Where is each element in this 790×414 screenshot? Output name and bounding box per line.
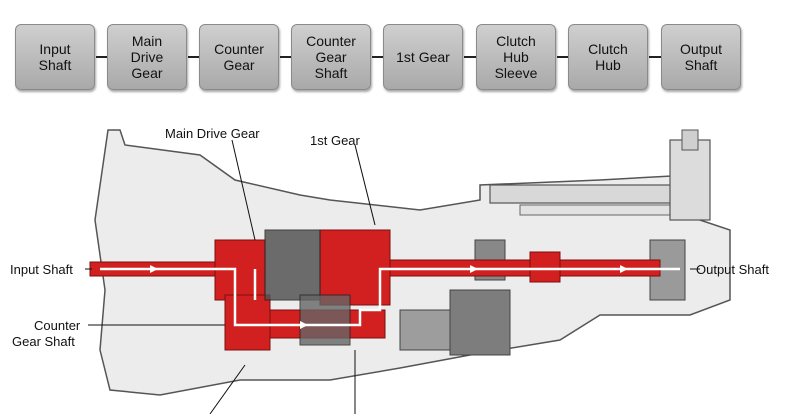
counter-gear-mid bbox=[399, 309, 451, 351]
label-leader-lines bbox=[85, 139, 700, 414]
flow-step-1st-gear: 1st Gear bbox=[383, 24, 463, 90]
shifter-tower bbox=[669, 139, 711, 221]
flow-step-counter-gear-shaft: Counter Gear Shaft bbox=[291, 24, 371, 90]
shifter-cap bbox=[681, 129, 699, 151]
power-flow-sequence: Input Shaft Main Drive Gear Counter Gear… bbox=[0, 0, 790, 100]
flow-arrowheads bbox=[150, 265, 628, 329]
label-1st-gear: 1st Gear bbox=[310, 133, 361, 148]
power-flow-line bbox=[100, 267, 680, 327]
counter-gear-rear bbox=[449, 289, 511, 356]
counter-gear-teeth bbox=[299, 294, 351, 346]
flow-step-main-drive-gear: Main Drive Gear bbox=[107, 24, 187, 90]
label-counter-gear-shaft-line2: Gear Shaft bbox=[12, 334, 75, 349]
shift-rail bbox=[489, 184, 691, 204]
main-drive-gear-teeth bbox=[264, 229, 321, 301]
transmission-cutaway-diagram: Main Drive Gear 1st Gear Input Shaft Out… bbox=[10, 126, 769, 414]
flow-step-counter-gear: Counter Gear bbox=[199, 24, 279, 90]
clutch-hub bbox=[529, 251, 561, 283]
label-main-drive-gear: Main Drive Gear bbox=[165, 126, 260, 141]
flow-step-input-shaft: Input Shaft bbox=[15, 24, 95, 90]
counter-gear bbox=[224, 294, 271, 351]
shift-rail-lower bbox=[519, 204, 691, 216]
label-output-shaft: Output Shaft bbox=[696, 262, 769, 277]
flow-step-clutch-hub-sleeve: Clutch Hub Sleeve bbox=[476, 24, 556, 90]
label-input-shaft: Input Shaft bbox=[10, 262, 73, 277]
label-counter-gear-shaft-line1: Counter bbox=[34, 318, 81, 333]
first-gear-cluster bbox=[319, 229, 391, 306]
flow-step-clutch-hub: Clutch Hub bbox=[568, 24, 648, 90]
flow-step-output-shaft: Output Shaft bbox=[661, 24, 741, 90]
